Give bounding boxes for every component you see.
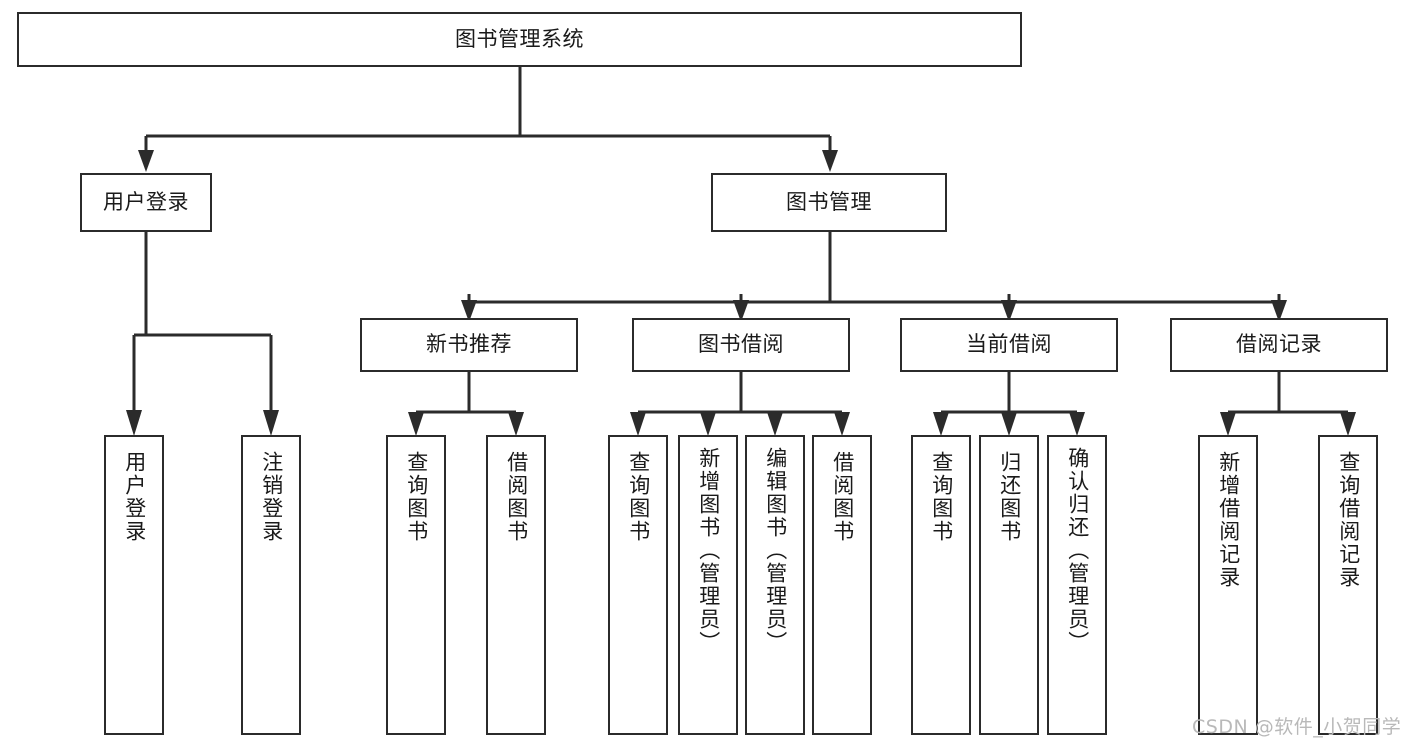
leaf-edit-book[interactable]: 编辑图书（管理员） — [745, 435, 805, 735]
node-book-management-label: 图书管理 — [786, 189, 872, 214]
leaf-confirm-return[interactable]: 确认归还（管理员） — [1047, 435, 1107, 735]
leaf-logout-login-label: 注销登录 — [259, 451, 284, 543]
leaf-borrow-book-2-label: 借阅图书 — [830, 451, 855, 543]
root-node-book-management-system[interactable]: 图书管理系统 — [17, 12, 1022, 67]
leaf-query-book-1-label: 查询图书 — [404, 451, 429, 543]
node-user-login[interactable]: 用户登录 — [80, 173, 212, 232]
node-book-borrow-label: 图书借阅 — [698, 332, 784, 357]
node-book-borrow[interactable]: 图书借阅 — [632, 318, 850, 372]
node-borrow-record[interactable]: 借阅记录 — [1170, 318, 1388, 372]
leaf-logout-login[interactable]: 注销登录 — [241, 435, 301, 735]
root-node-label: 图书管理系统 — [455, 26, 584, 51]
leaf-return-book[interactable]: 归还图书 — [979, 435, 1039, 735]
node-borrow-record-label: 借阅记录 — [1236, 332, 1322, 357]
leaf-query-record[interactable]: 查询借阅记录 — [1318, 435, 1378, 735]
node-new-book-recommend[interactable]: 新书推荐 — [360, 318, 578, 372]
node-current-borrow[interactable]: 当前借阅 — [900, 318, 1118, 372]
csdn-watermark: CSDN @软件_小贺同学 — [1192, 716, 1402, 738]
leaf-borrow-book-1-label: 借阅图书 — [504, 451, 529, 543]
node-current-borrow-label: 当前借阅 — [966, 332, 1052, 357]
leaf-query-book-1[interactable]: 查询图书 — [386, 435, 446, 735]
leaf-borrow-book-1[interactable]: 借阅图书 — [486, 435, 546, 735]
leaf-query-book-3[interactable]: 查询图书 — [911, 435, 971, 735]
node-book-management[interactable]: 图书管理 — [711, 173, 947, 232]
leaf-user-login[interactable]: 用户登录 — [104, 435, 164, 735]
leaf-query-book-2[interactable]: 查询图书 — [608, 435, 668, 735]
leaf-query-record-label: 查询借阅记录 — [1336, 451, 1361, 589]
leaf-user-login-label: 用户登录 — [122, 451, 147, 543]
leaf-borrow-book-2[interactable]: 借阅图书 — [812, 435, 872, 735]
leaf-add-record[interactable]: 新增借阅记录 — [1198, 435, 1258, 735]
leaf-query-book-2-label: 查询图书 — [626, 451, 651, 543]
leaf-add-book-label: 新增图书（管理员） — [696, 447, 721, 654]
leaf-edit-book-label: 编辑图书（管理员） — [763, 447, 788, 654]
leaf-return-book-label: 归还图书 — [997, 451, 1022, 543]
node-user-login-label: 用户登录 — [103, 189, 189, 214]
leaf-add-book[interactable]: 新增图书（管理员） — [678, 435, 738, 735]
node-new-book-recommend-label: 新书推荐 — [426, 332, 512, 357]
leaf-add-record-label: 新增借阅记录 — [1216, 451, 1241, 589]
leaf-confirm-return-label: 确认归还（管理员） — [1065, 447, 1090, 654]
leaf-query-book-3-label: 查询图书 — [929, 451, 954, 543]
